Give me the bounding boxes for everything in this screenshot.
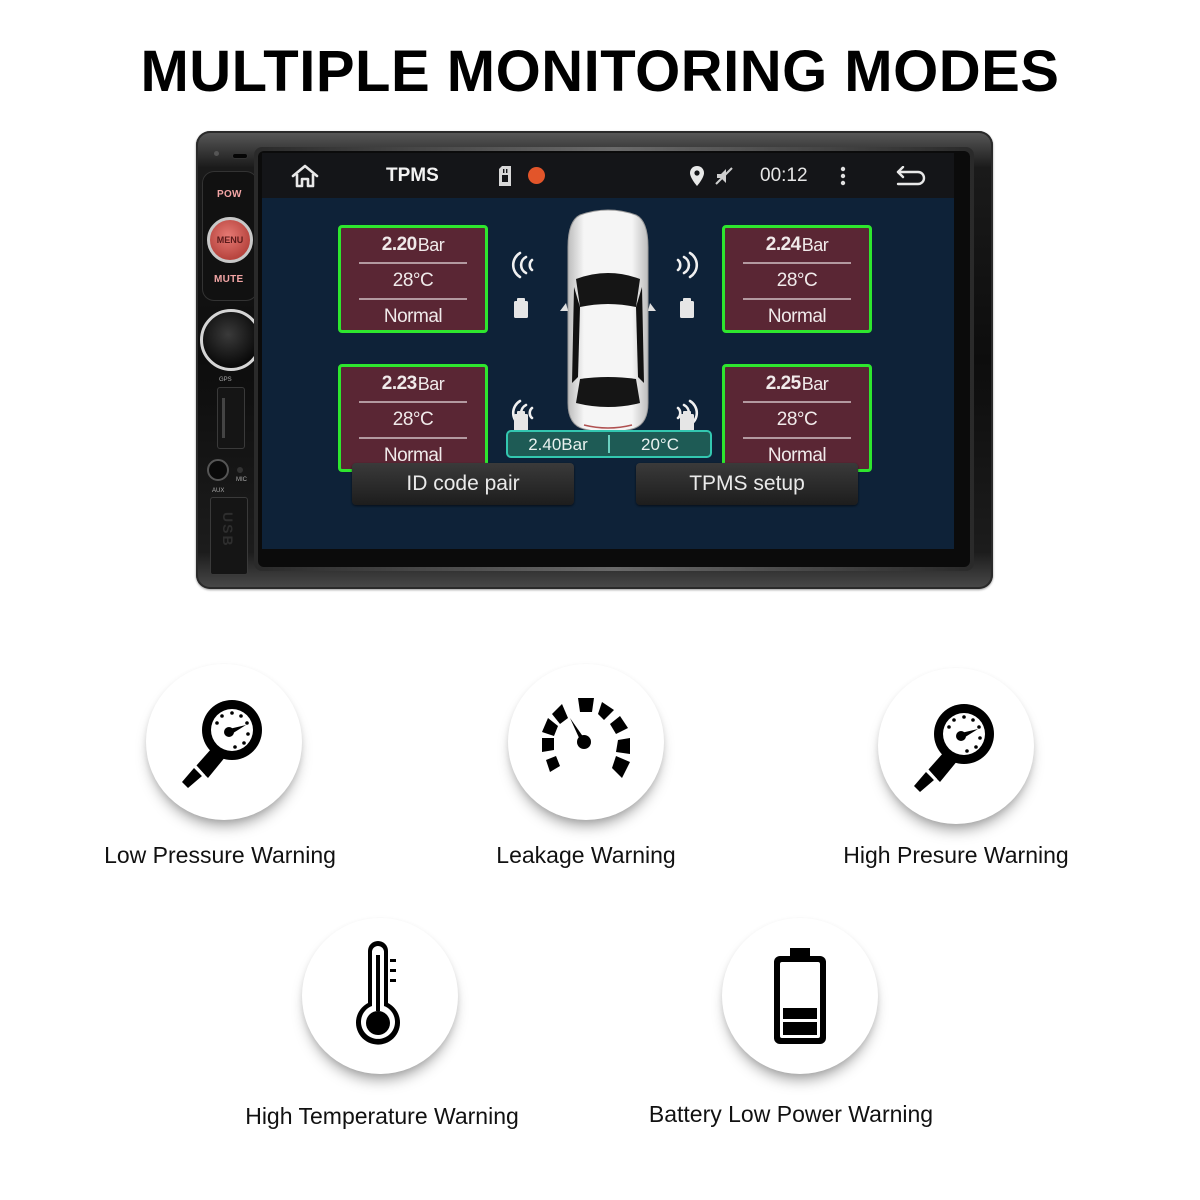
tire-status: Normal — [383, 445, 443, 466]
spare-tire-reading: 2.40Bar 20°C — [506, 430, 712, 458]
spare-pressure: 2.40Bar — [528, 435, 588, 454]
battery-low-icon — [774, 948, 826, 1044]
pressure-unit: Bar — [417, 373, 445, 394]
tire-pressure: 2.25 — [765, 373, 801, 394]
tire-temperature: 28°C — [776, 409, 818, 430]
menu-button-label: MENU — [216, 235, 244, 245]
menu-button[interactable]: MENU — [207, 217, 253, 263]
ir-sensor — [232, 153, 248, 159]
feature-label-high-temperature: High Temperature Warning — [245, 1103, 519, 1129]
back-arrow-icon[interactable] — [894, 153, 926, 198]
speedometer-icon — [542, 698, 630, 778]
low-pressure-icon-circle — [146, 664, 302, 820]
tire-temperature: 28°C — [392, 409, 434, 430]
battery-low-icon-circle — [722, 918, 878, 1074]
usb-port[interactable]: USB — [210, 497, 248, 575]
pow-button[interactable]: POW — [217, 189, 242, 200]
sensor-battery-icon — [680, 411, 694, 431]
mute-button[interactable]: MUTE — [214, 274, 244, 285]
leakage-icon-circle — [508, 664, 664, 820]
mic-label: MIC — [236, 477, 247, 483]
pressure-unit: Bar — [801, 234, 829, 255]
pressure-unit: Bar — [417, 234, 445, 255]
high-pressure-icon-circle — [878, 668, 1034, 824]
pressure-gauge-icon — [182, 700, 262, 788]
id-code-pair-button[interactable]: ID code pair — [352, 463, 574, 505]
car-top-view-icon — [560, 209, 656, 433]
tpms-setup-button[interactable]: TPMS setup — [636, 463, 858, 505]
aux-jack[interactable] — [207, 459, 229, 481]
mic-hole — [237, 467, 243, 473]
spare-temperature: 20°C — [641, 435, 679, 454]
signal-waves-icon — [511, 251, 534, 279]
pressure-gauge-icon — [914, 704, 994, 792]
gps-card-slot[interactable] — [217, 387, 245, 449]
sensor-battery-icon — [514, 411, 528, 431]
signal-waves-icon — [676, 251, 699, 279]
tire-temperature: 28°C — [392, 270, 434, 291]
tire-status: Normal — [383, 306, 443, 327]
status-bar: TPMS 00:12 — [262, 153, 954, 198]
tire-pressure: 2.24 — [765, 234, 801, 255]
feature-label-battery-low: Battery Low Power Warning — [648, 1101, 934, 1127]
home-icon[interactable] — [290, 153, 320, 198]
gps-label: GPS — [219, 377, 232, 383]
tire-temperature: 28°C — [776, 270, 818, 291]
sensor-battery-icon — [514, 298, 528, 318]
feature-label-high-pressure: High Presure Warning — [843, 842, 1069, 868]
feature-label-leakage: Leakage Warning — [496, 842, 676, 868]
tire-status: Normal — [767, 445, 827, 466]
record-dot-icon — [528, 153, 545, 198]
thermometer-icon — [356, 941, 400, 1045]
pressure-unit: Bar — [801, 373, 829, 394]
feature-label-low-pressure: Low Pressure Warning — [104, 842, 336, 868]
high-temperature-icon-circle — [302, 918, 458, 1074]
speaker-muted-icon — [714, 153, 734, 198]
control-strip: POW MENU MUTE GPS MIC AUX USB — [196, 131, 262, 589]
indicator-led — [214, 151, 219, 156]
page-headline: MULTIPLE MONITORING MODES — [140, 39, 1060, 104]
volume-knob[interactable] — [200, 309, 262, 371]
screen-title: TPMS — [386, 164, 439, 186]
more-vertical-icon[interactable] — [840, 153, 846, 198]
tire-pressure: 2.20 — [381, 234, 417, 255]
usb-label: USB — [220, 512, 236, 548]
sd-card-icon — [498, 153, 512, 198]
sensor-battery-icon — [680, 298, 694, 318]
car-head-unit: POW MENU MUTE GPS MIC AUX USB TPMS — [196, 131, 993, 589]
tire-status: Normal — [767, 306, 827, 327]
tire-pressure: 2.23 — [381, 373, 417, 394]
clock: 00:12 — [760, 164, 808, 186]
aux-label: AUX — [212, 488, 225, 494]
location-pin-icon — [690, 153, 704, 198]
